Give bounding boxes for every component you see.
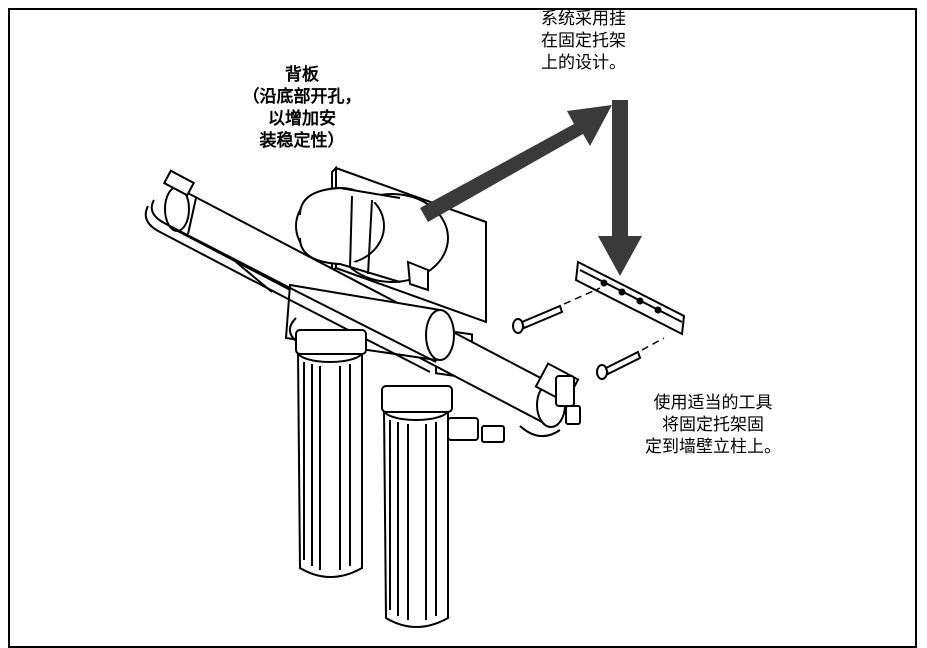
bracket-label: 系统采用挂 在固定托架 上的设计。	[541, 9, 626, 73]
valve-assembly	[447, 375, 581, 443]
down-arrow	[598, 100, 642, 276]
screw-bottom	[596, 350, 642, 380]
tool-instruction-label: 使用适当的工具 将固定托架固 定到墙壁立柱上。	[645, 393, 781, 457]
filter-housing-right	[381, 385, 453, 628]
filter-housing-left	[295, 329, 367, 578]
hanging-arrow	[420, 105, 612, 222]
backplate-label: 背板 （沿底部开孔， 以增加安 装稳定性）	[242, 65, 362, 151]
diagram-frame	[8, 8, 917, 648]
pressure-tank	[295, 186, 449, 292]
tubing	[144, 199, 561, 437]
screw-guide-lines	[563, 287, 665, 351]
screw-top	[512, 304, 564, 334]
mounting-bracket	[574, 260, 686, 336]
